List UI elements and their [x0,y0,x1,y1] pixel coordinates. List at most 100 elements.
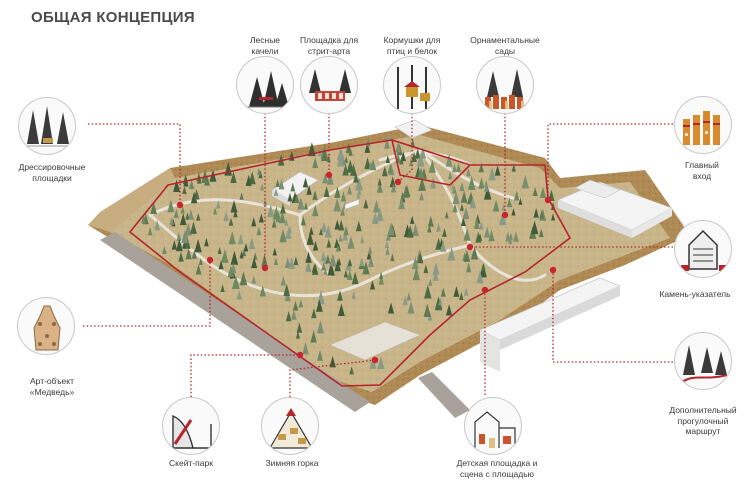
tree [478,162,484,173]
tree [298,299,304,308]
tree [419,191,424,201]
tree [324,224,332,238]
tree [484,179,489,188]
tree [217,246,222,255]
tree [469,196,477,209]
tree [347,185,352,195]
tree [296,322,303,333]
tree [340,206,346,216]
tree [260,183,265,191]
tree [411,151,417,163]
tree [196,175,202,184]
training-ground-icon [18,97,76,155]
tree [190,221,197,234]
tree [173,208,179,218]
entrance-icon [674,96,732,154]
tree [188,209,194,220]
tree [312,204,319,217]
tree [506,197,513,208]
label-feeders: Кормушки для птиц и белок [383,35,441,56]
tree [417,251,424,264]
tree [387,164,393,174]
tree [478,177,485,189]
tree [334,186,341,198]
tree [463,228,471,241]
tree [305,263,310,272]
tree [316,349,323,361]
tree [337,257,342,266]
tree [316,320,324,334]
tree [369,280,376,290]
tree [239,250,244,259]
tree [406,225,414,238]
tree [463,250,471,262]
tree [379,271,384,279]
callout-dots [176,171,557,364]
label-stone-pointer: Камень-указатель [659,289,731,299]
tree [445,154,453,167]
tree [221,249,229,263]
tree [355,176,363,191]
tree [194,238,202,253]
tree [329,253,337,267]
tree [256,226,262,236]
tree [251,257,258,269]
label-skate-park: Скейт-парк [169,458,213,468]
tree [390,253,395,262]
tree [355,220,362,232]
tree [475,231,482,243]
tree [371,211,379,225]
tree [459,203,464,211]
label-playground: Детская площадка и сцена с площадью [456,458,538,479]
tree [327,262,335,276]
tree [410,138,415,147]
tree [180,206,185,214]
tree [445,304,453,316]
tree [350,163,357,176]
tree [408,158,414,167]
tree [271,219,277,228]
tree [283,283,291,296]
tree [323,186,330,197]
garden-icon [476,56,534,114]
tree [237,233,244,245]
tree [511,163,516,172]
tree [251,275,257,284]
tree [293,256,299,266]
tree [309,226,314,235]
tree [403,184,411,197]
tree [233,209,238,218]
tree [306,184,312,195]
tree [280,275,286,286]
tree [359,235,365,244]
tree [351,291,356,299]
tree [272,247,277,256]
tree [345,142,352,154]
tree [321,262,326,271]
tree [427,215,434,227]
central-plaza [329,199,421,361]
tree [488,166,496,181]
tree [311,308,317,319]
tree [176,238,183,252]
tree [273,187,279,196]
tree [230,250,239,265]
tree [273,257,279,266]
tree [429,177,437,189]
tree [376,181,383,193]
tree [182,241,187,249]
tree [278,179,285,190]
tree [412,266,421,281]
tree [402,295,408,306]
tree [368,256,374,267]
tree [492,199,500,212]
tree [344,155,349,163]
tree [261,254,268,267]
tree [337,154,344,167]
label-main-entrance: Главный вход [685,160,719,181]
tree [272,206,281,220]
tree [484,183,489,192]
tree [378,275,384,285]
tree [349,366,354,375]
